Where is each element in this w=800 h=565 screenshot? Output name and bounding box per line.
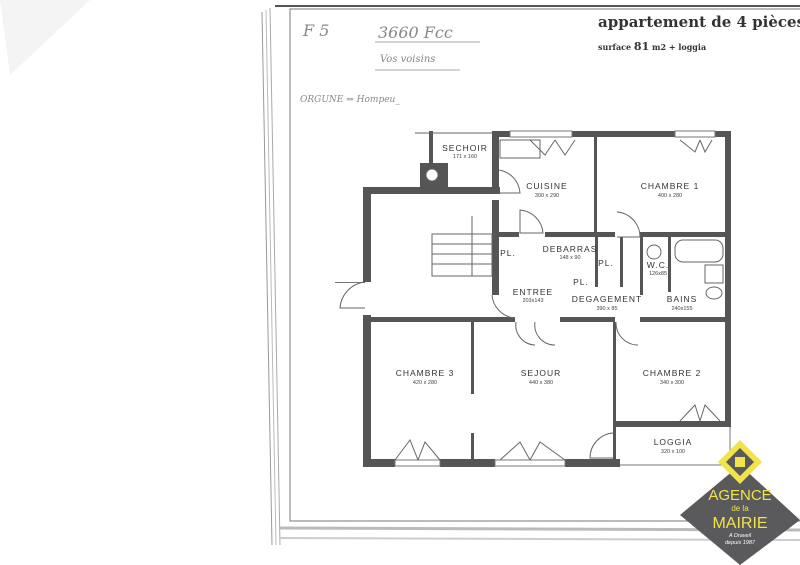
- note-type: F 5: [302, 21, 329, 40]
- room-bains: BAINS: [667, 294, 698, 304]
- closet-label: PL.: [573, 277, 589, 287]
- svg-text:420 x 280: 420 x 280: [413, 380, 437, 386]
- room-chambre-1: CHAMBRE 1: [641, 181, 700, 191]
- svg-text:400 x 280: 400 x 280: [658, 193, 682, 199]
- svg-text:AGENCE: AGENCE: [708, 487, 771, 504]
- doors: [339, 139, 724, 461]
- room-sejour: SEJOUR: [521, 368, 561, 378]
- note-price: 3660 Fcc: [378, 23, 453, 42]
- svg-text:148 x 90: 148 x 90: [559, 255, 580, 261]
- closet-label: PL.: [598, 258, 614, 268]
- note-location: ORGUNE ⇔ Hompeu_: [300, 95, 400, 105]
- svg-text:126x85: 126x85: [649, 271, 667, 277]
- paper-edges: [0, 0, 800, 546]
- handwritten-notes: F 5 3660 Fcc Vos voisins ORGUNE ⇔ Hompeu…: [300, 21, 480, 105]
- room-cuisine: CUISINE: [526, 181, 567, 191]
- svg-text:171 x 160: 171 x 160: [453, 154, 477, 160]
- agency-logo: AGENCE de la MAIRIE A Draveil depuis 198…: [680, 440, 800, 565]
- plan-title: appartement de 4 pièces: [598, 13, 800, 31]
- svg-text:MAIRIE: MAIRIE: [712, 515, 767, 532]
- surface-label: surface 81 m2 + loggia: [598, 40, 706, 53]
- svg-text:390 x 85: 390 x 85: [596, 306, 617, 312]
- svg-text:320 x 100: 320 x 100: [661, 449, 685, 455]
- walls: [335, 130, 731, 467]
- svg-text:300 x 290: 300 x 290: [535, 193, 559, 199]
- house-icon: [735, 457, 745, 467]
- svg-text:440 x 380: 440 x 380: [529, 380, 553, 386]
- note-neighbors: Vos voisins: [380, 54, 435, 65]
- room-wc: W.C.: [647, 260, 669, 270]
- closet-label: PL.: [500, 248, 516, 258]
- svg-text:de la: de la: [731, 504, 749, 513]
- room-loggia: LOGGIA: [654, 437, 693, 447]
- svg-text:203x143: 203x143: [522, 298, 543, 304]
- room-chambre-2: CHAMBRE 2: [643, 368, 702, 378]
- svg-text:340 x 300: 340 x 300: [660, 380, 684, 386]
- room-labels: SECHOIR 171 x 160 CUISINE 300 x 290 CHAM…: [396, 143, 702, 455]
- svg-text:240x155: 240x155: [671, 306, 692, 312]
- svg-text:A Draveil: A Draveil: [728, 533, 752, 539]
- room-sechoir: SECHOIR: [442, 143, 488, 153]
- room-entree: ENTREE: [513, 287, 553, 297]
- room-degagement: DEGAGEMENT: [572, 294, 642, 304]
- svg-text:depuis 1987: depuis 1987: [725, 540, 756, 546]
- room-debarras: DEBARRAS: [543, 244, 598, 254]
- room-chambre-3: CHAMBRE 3: [396, 368, 455, 378]
